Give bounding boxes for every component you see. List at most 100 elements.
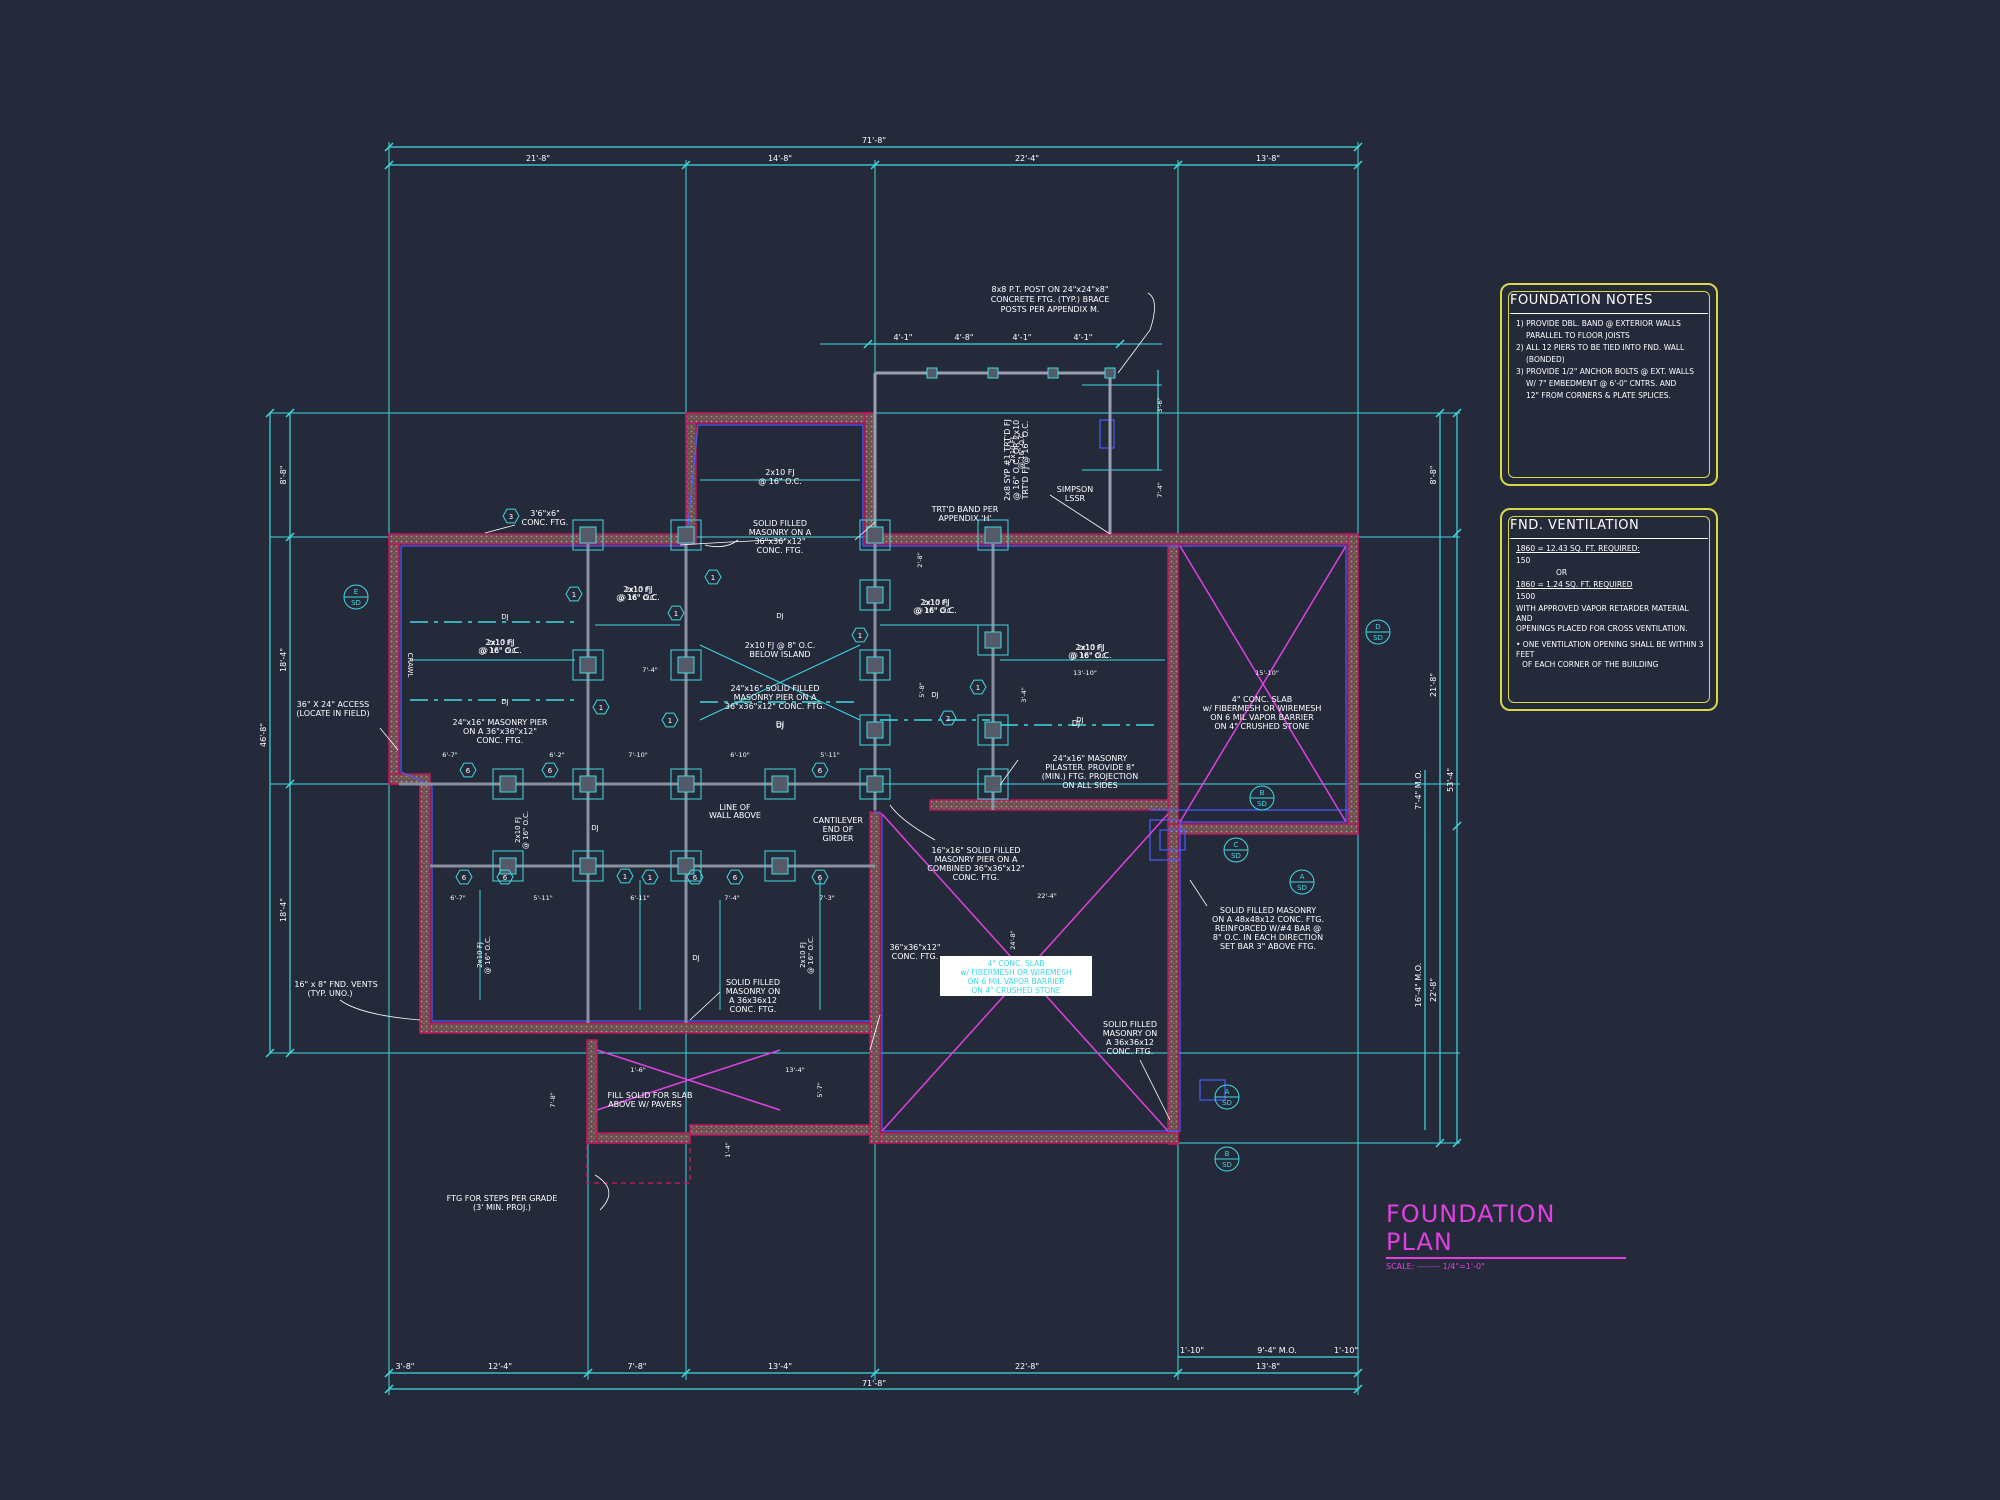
note-line: POSTS PER APPENDIX M. <box>1001 305 1100 314</box>
note-line: 36"x36"x12" <box>754 537 805 546</box>
note-line: 2x10 FJ <box>765 468 795 477</box>
foundation-notes-panel: FOUNDATION NOTES 1) PROVIDE DBL. BAND @ … <box>1500 283 1718 486</box>
rotated-joist-note: @ 16" O.C. <box>807 936 815 974</box>
note-line: 24"x16" MASONRY PIER <box>452 718 547 727</box>
note-line: SIMPSON <box>1057 485 1094 494</box>
double-joist-lines <box>410 621 1160 726</box>
joist-label: @ 16" O.C. <box>481 647 519 655</box>
dim-left-seg: 8'-8" <box>279 466 288 485</box>
dim-top-seg: 13'-8" <box>1256 154 1280 163</box>
note-line: MASONRY PIER ON A <box>935 855 1018 864</box>
dim-bottom-seg: 12'-4" <box>488 1362 512 1371</box>
dim-bottom-overall: 71'-8" <box>862 1379 886 1388</box>
note-line: (MIN.) FTG. PROJECTION <box>1042 772 1138 781</box>
dim-bottom-seg: 13'-4" <box>768 1362 792 1371</box>
dim-top-seg: 21'-8" <box>526 154 550 163</box>
dj-label: DJ <box>501 613 508 621</box>
pier-tag-hexagon <box>496 869 514 885</box>
pier-tag-label: 1 <box>599 704 603 712</box>
note-line: GIRDER <box>823 834 854 843</box>
note-line: @ 16" O.C. <box>616 593 660 602</box>
pier-tag-hexagon <box>592 699 610 715</box>
note-line: SET BAR 3" ABOVE FTG. <box>1220 942 1316 951</box>
pier-tag-label: 6 <box>818 874 823 882</box>
interior-dim: 1'-6" <box>630 1066 645 1074</box>
interior-dim: 7'-4" <box>642 666 657 674</box>
dj-label: DJ <box>501 698 508 706</box>
note-item: 2) ALL 12 PIERS TO BE TIED INTO FND. WAL… <box>1516 343 1685 352</box>
note-line: ABOVE W/ PAVERS <box>608 1100 682 1109</box>
pier-tag-label: 6 <box>818 767 823 775</box>
note-line: 16" x 8" FND. VENTS <box>294 980 377 989</box>
interior-dim: 7'-4" <box>1156 482 1164 497</box>
vent-item: • ONE VENTILATION OPENING SHALL BE WITHI… <box>1516 640 1704 659</box>
note-line: DJ <box>1072 719 1081 728</box>
note-line: DJ <box>776 720 785 729</box>
note-line: 24"x16" MASONRY <box>1053 754 1128 763</box>
callout-letter: B <box>1225 1150 1230 1158</box>
note-line: ON 6 MIL VAPOR BARRIER <box>1210 713 1314 722</box>
note-line: A 36x36x12 <box>729 996 777 1005</box>
joist-label: 2x10 FJ <box>487 639 513 647</box>
dj-label: DJ <box>1076 716 1083 724</box>
joist-label: 2x10 FJ <box>1077 644 1103 652</box>
dim-top-overall: 71'-8" <box>862 136 886 145</box>
interior-dim: 5'-8" <box>918 682 926 697</box>
dim-left-overall: 46'-8" <box>259 723 268 747</box>
interior-dim: 6'-10" <box>730 751 750 759</box>
joist-label: @ 16" O.C. <box>916 607 954 615</box>
joist-label: @ 16" O.C. <box>1071 652 1109 660</box>
pier-tag-label: 6 <box>462 874 467 882</box>
pier-tag-hexagon <box>726 869 744 885</box>
joist-label: 2x10 FJ <box>625 586 651 594</box>
interior-dim: 7'-3" <box>819 894 834 902</box>
note-item: 3) PROVIDE 1/2" ANCHOR BOLTS @ EXT. WALL… <box>1516 367 1694 376</box>
callout-letter: D <box>1375 623 1380 631</box>
callout-sheet: SD <box>1222 1099 1232 1107</box>
callout-sheet: SD <box>1222 1161 1232 1169</box>
note-line: 3'6"x6" <box>530 509 560 518</box>
note-line: 36" X 24" ACCESS <box>297 700 370 709</box>
note-line: BELOW ISLAND <box>749 650 810 659</box>
note-line: WALL ABOVE <box>709 811 761 820</box>
note-line-rotated: 2x8 SYP #1 TRT'D FJ <box>1003 419 1012 501</box>
joist-label: @ 16" O.C. <box>619 594 657 602</box>
note-line: @ 16" O.C. <box>913 606 957 615</box>
pier-tag-hexagon <box>811 762 829 778</box>
dim-bottom-small: 9'-4" M.O. <box>1257 1346 1296 1355</box>
vent-item: WITH APPROVED VAPOR RETARDER MATERIAL AN… <box>1516 604 1689 623</box>
note-line: MASONRY ON <box>1103 1029 1158 1038</box>
rotated-joist-note: @ 16" O.C. <box>484 936 492 974</box>
note-line: CONC. FTG. <box>757 546 804 555</box>
interior-dim: 3'-4" <box>1020 687 1028 702</box>
note-line: ON 4" CRUSHED STONE <box>1214 722 1309 731</box>
interior-dim: 3'-6" <box>1156 397 1164 412</box>
note-line: LINE OF <box>719 803 751 812</box>
interior-dim: 24'-8" <box>1009 930 1017 950</box>
note-line: A 36x36x12 <box>1106 1038 1154 1047</box>
section-callouts <box>343 584 1391 1172</box>
pier-tag-label: 1 <box>976 684 980 692</box>
drawing-title-block: FOUNDATION PLAN SCALE: -------- 1/4"=1'-… <box>1386 1200 1626 1271</box>
note-line: (LOCATE IN FIELD) <box>296 709 369 718</box>
note-line: CONC. FTG. <box>892 952 939 961</box>
note-line: CONC. FTG. <box>953 873 1000 882</box>
interior-dim: 6'-11" <box>630 894 650 902</box>
highlight-line: w/ FIBERMESH OR WIREMESH <box>960 968 1071 977</box>
pier-tag-hexagon <box>851 627 869 643</box>
pier-tag-hexagon <box>455 869 473 885</box>
note-item: 1) PROVIDE DBL. BAND @ EXTERIOR WALLS <box>1516 319 1681 328</box>
note-line: SOLID FILLED MASONRY <box>1220 906 1316 915</box>
dim-right-mo: 16'-4" M.O. <box>1414 963 1423 1008</box>
note-line: 2x10 FJ <box>1075 643 1105 652</box>
note-line: 8" O.C. IN EACH DIRECTION <box>1213 933 1323 942</box>
note-line: FILL SOLID FOR SLAB <box>608 1091 693 1100</box>
rotated-joist-note: 2x10 FJ <box>799 942 807 968</box>
vent-item: 150 <box>1516 556 1531 565</box>
note-line: 24"x16" SOLID FILLED <box>731 684 820 693</box>
pier-tag-hexagon <box>502 508 520 524</box>
callout-letter: E <box>354 588 358 596</box>
note-line: MASONRY ON A <box>749 528 812 537</box>
vent-item: 1860 = 12.43 SQ. FT. REQUIRED: <box>1516 544 1640 553</box>
